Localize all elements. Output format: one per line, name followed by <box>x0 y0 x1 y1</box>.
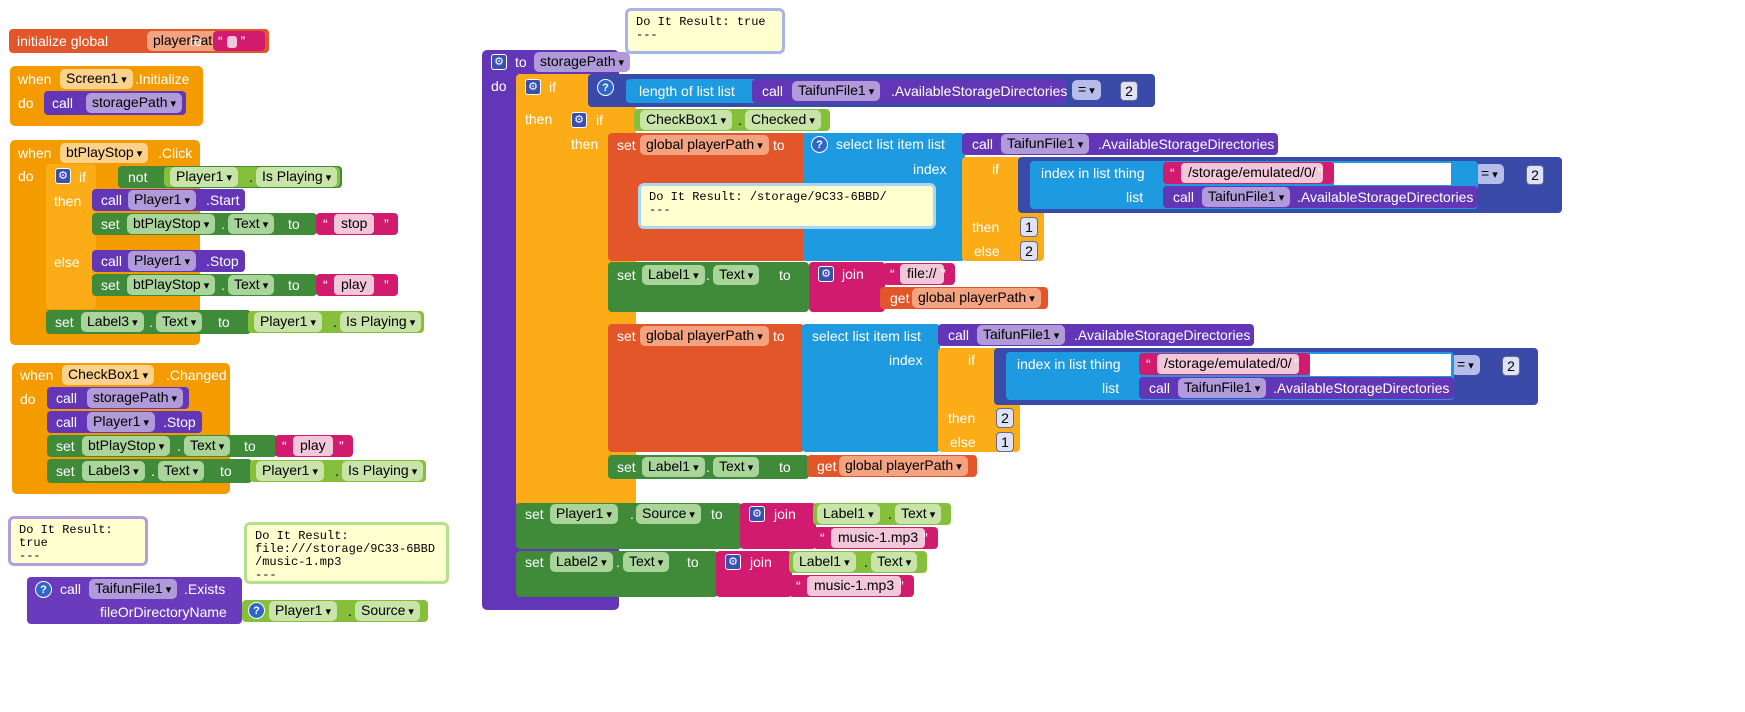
do-it-result-bubble-3: Do It Result: true --- <box>8 516 148 566</box>
gear-icon[interactable]: ⚙ <box>818 266 834 282</box>
call-available-dirs-3[interactable]: call TaifunFile1 .AvailableStorageDirect… <box>1163 186 1478 208</box>
player-isplaying-getter-2[interactable]: Player1 . Is Playing <box>248 311 424 333</box>
help-icon[interactable]: ? <box>811 136 828 153</box>
gear-icon[interactable]: ⚙ <box>725 554 741 570</box>
set-player-source[interactable]: set Player1 . Source to <box>516 503 742 549</box>
set-global-playerPath-2[interactable]: set global playerPath to <box>608 324 804 452</box>
set-label1-text[interactable]: set Label1 . Text to <box>608 262 809 312</box>
procedure-name[interactable]: storagePath <box>534 52 631 72</box>
text-storage-emulated-2[interactable]: “ /storage/emulated/0/ ” <box>1139 353 1310 375</box>
call-taifun-exists[interactable]: ? call TaifunFile1 .Exists fileOrDirecto… <box>27 577 242 624</box>
help-icon[interactable]: ? <box>35 581 52 598</box>
do-it-result-bubble-1: Do It Result: true --- <box>625 8 785 54</box>
text-music-file-2[interactable]: “ music-1.mp3 ” <box>789 575 914 597</box>
set-btPlayStop-text[interactable]: set btPlayStop . Text to <box>92 213 317 235</box>
empty-input-field-2[interactable] <box>1310 354 1451 376</box>
call-player-stop[interactable]: call Player1 .Stop <box>92 250 245 272</box>
to-label: to <box>190 33 202 49</box>
player-isplaying-getter-3[interactable]: Player1 . Is Playing <box>250 460 426 482</box>
component-dropdown[interactable]: btPlayStop <box>60 143 149 163</box>
gear-icon[interactable]: ⚙ <box>749 506 765 522</box>
get-global-playerPath-2[interactable]: get global playerPath <box>807 455 977 477</box>
help-icon[interactable]: ? <box>597 79 614 96</box>
join-block[interactable]: ⚙ join <box>809 262 885 312</box>
call-available-dirs-2[interactable]: call TaifunFile1 .AvailableStorageDirect… <box>962 133 1278 155</box>
call-player-stop-2[interactable]: call Player1 .Stop <box>47 411 202 433</box>
not-block[interactable]: not Player1 . Is Playing <box>118 166 342 188</box>
call-available-dirs[interactable]: call TaifunFile1 .AvailableStorageDirect… <box>752 79 1067 103</box>
text-play-2[interactable]: “ play ” <box>275 435 353 457</box>
if-block[interactable]: ⚙ if then else <box>46 164 96 309</box>
set-label2-text[interactable]: set Label2 . Text to <box>516 551 718 597</box>
empty-text-block[interactable]: “ ” <box>213 31 265 51</box>
label1-text-getter-2[interactable]: Label1 . Text <box>789 551 927 573</box>
screen-initialize-event[interactable]: when Screen1 .Initialize do call storage… <box>10 66 203 126</box>
player-isplaying-getter[interactable]: Player1 . Is Playing <box>164 167 340 187</box>
text-storage-emulated[interactable]: “ /storage/emulated/0/ ” <box>1163 162 1334 184</box>
get-global-playerPath[interactable]: get global playerPath <box>880 287 1048 309</box>
text-play[interactable]: “ play ” <box>316 274 398 296</box>
set-btPlayStop-text-3[interactable]: set btPlayStop . Text to <box>47 435 277 457</box>
join-block-2[interactable]: ⚙ join <box>740 503 816 549</box>
eq-dropdown[interactable]: = <box>1475 164 1504 184</box>
component-dropdown[interactable]: Screen1 <box>60 69 133 89</box>
initialize-global-block[interactable]: initialize global playerPath to “ ” <box>9 29 269 53</box>
init-label: initialize global <box>17 33 109 49</box>
gear-icon[interactable]: ⚙ <box>491 54 507 70</box>
text-music-file[interactable]: “ music-1.mp3 ” <box>813 527 938 549</box>
text-stop[interactable]: “ stop ” <box>316 213 398 235</box>
gear-icon[interactable]: ⚙ <box>55 168 71 184</box>
set-label1-text-2[interactable]: set Label1 . Text to <box>608 455 809 479</box>
select-list-item-block-2[interactable]: select list item list index <box>802 324 940 452</box>
call-available-dirs-4[interactable]: call TaifunFile1 .AvailableStorageDirect… <box>938 324 1254 346</box>
help-icon[interactable]: ? <box>248 602 265 619</box>
call-storagePath-block-2[interactable]: call storagePath <box>47 387 189 409</box>
do-it-result-bubble-2: Do It Result: /storage/9C33-6BBD/ --- <box>638 183 936 229</box>
eq-dropdown[interactable]: = <box>1451 355 1480 375</box>
compare-block[interactable]: ? length of list list call TaifunFile1 .… <box>588 74 1155 107</box>
gear-icon[interactable]: ⚙ <box>571 112 587 128</box>
label1-text-getter[interactable]: Label1 . Text <box>813 503 951 525</box>
set-label3-text-2[interactable]: set Label3 . Text to <box>47 459 252 483</box>
text-file-prefix[interactable]: “ file:// ” <box>883 263 955 285</box>
set-label3-text[interactable]: set Label3 . Text to <box>46 310 251 334</box>
eq-dropdown[interactable]: = <box>1072 80 1101 100</box>
gear-icon[interactable]: ⚙ <box>525 79 541 95</box>
join-block-3[interactable]: ⚙ join <box>716 551 792 597</box>
empty-input-field[interactable] <box>1334 163 1451 185</box>
checkbox-checked-getter[interactable]: CheckBox1 . Checked <box>634 109 830 131</box>
call-storagePath-block[interactable]: call storagePath <box>44 91 186 115</box>
call-available-dirs-5[interactable]: call TaifunFile1 .AvailableStorageDirect… <box>1139 377 1454 399</box>
do-it-result-bubble-4: Do It Result: file:///storage/9C33-6BBD … <box>244 522 449 584</box>
call-player-start[interactable]: call Player1 .Start <box>92 189 245 211</box>
var-name-playerPath[interactable]: playerPath <box>147 31 235 51</box>
player-source-getter[interactable]: ? Player1 . Source <box>242 600 428 622</box>
component-dropdown[interactable]: CheckBox1 <box>62 365 155 385</box>
set-btPlayStop-text-2[interactable]: set btPlayStop . Text to <box>92 274 317 296</box>
